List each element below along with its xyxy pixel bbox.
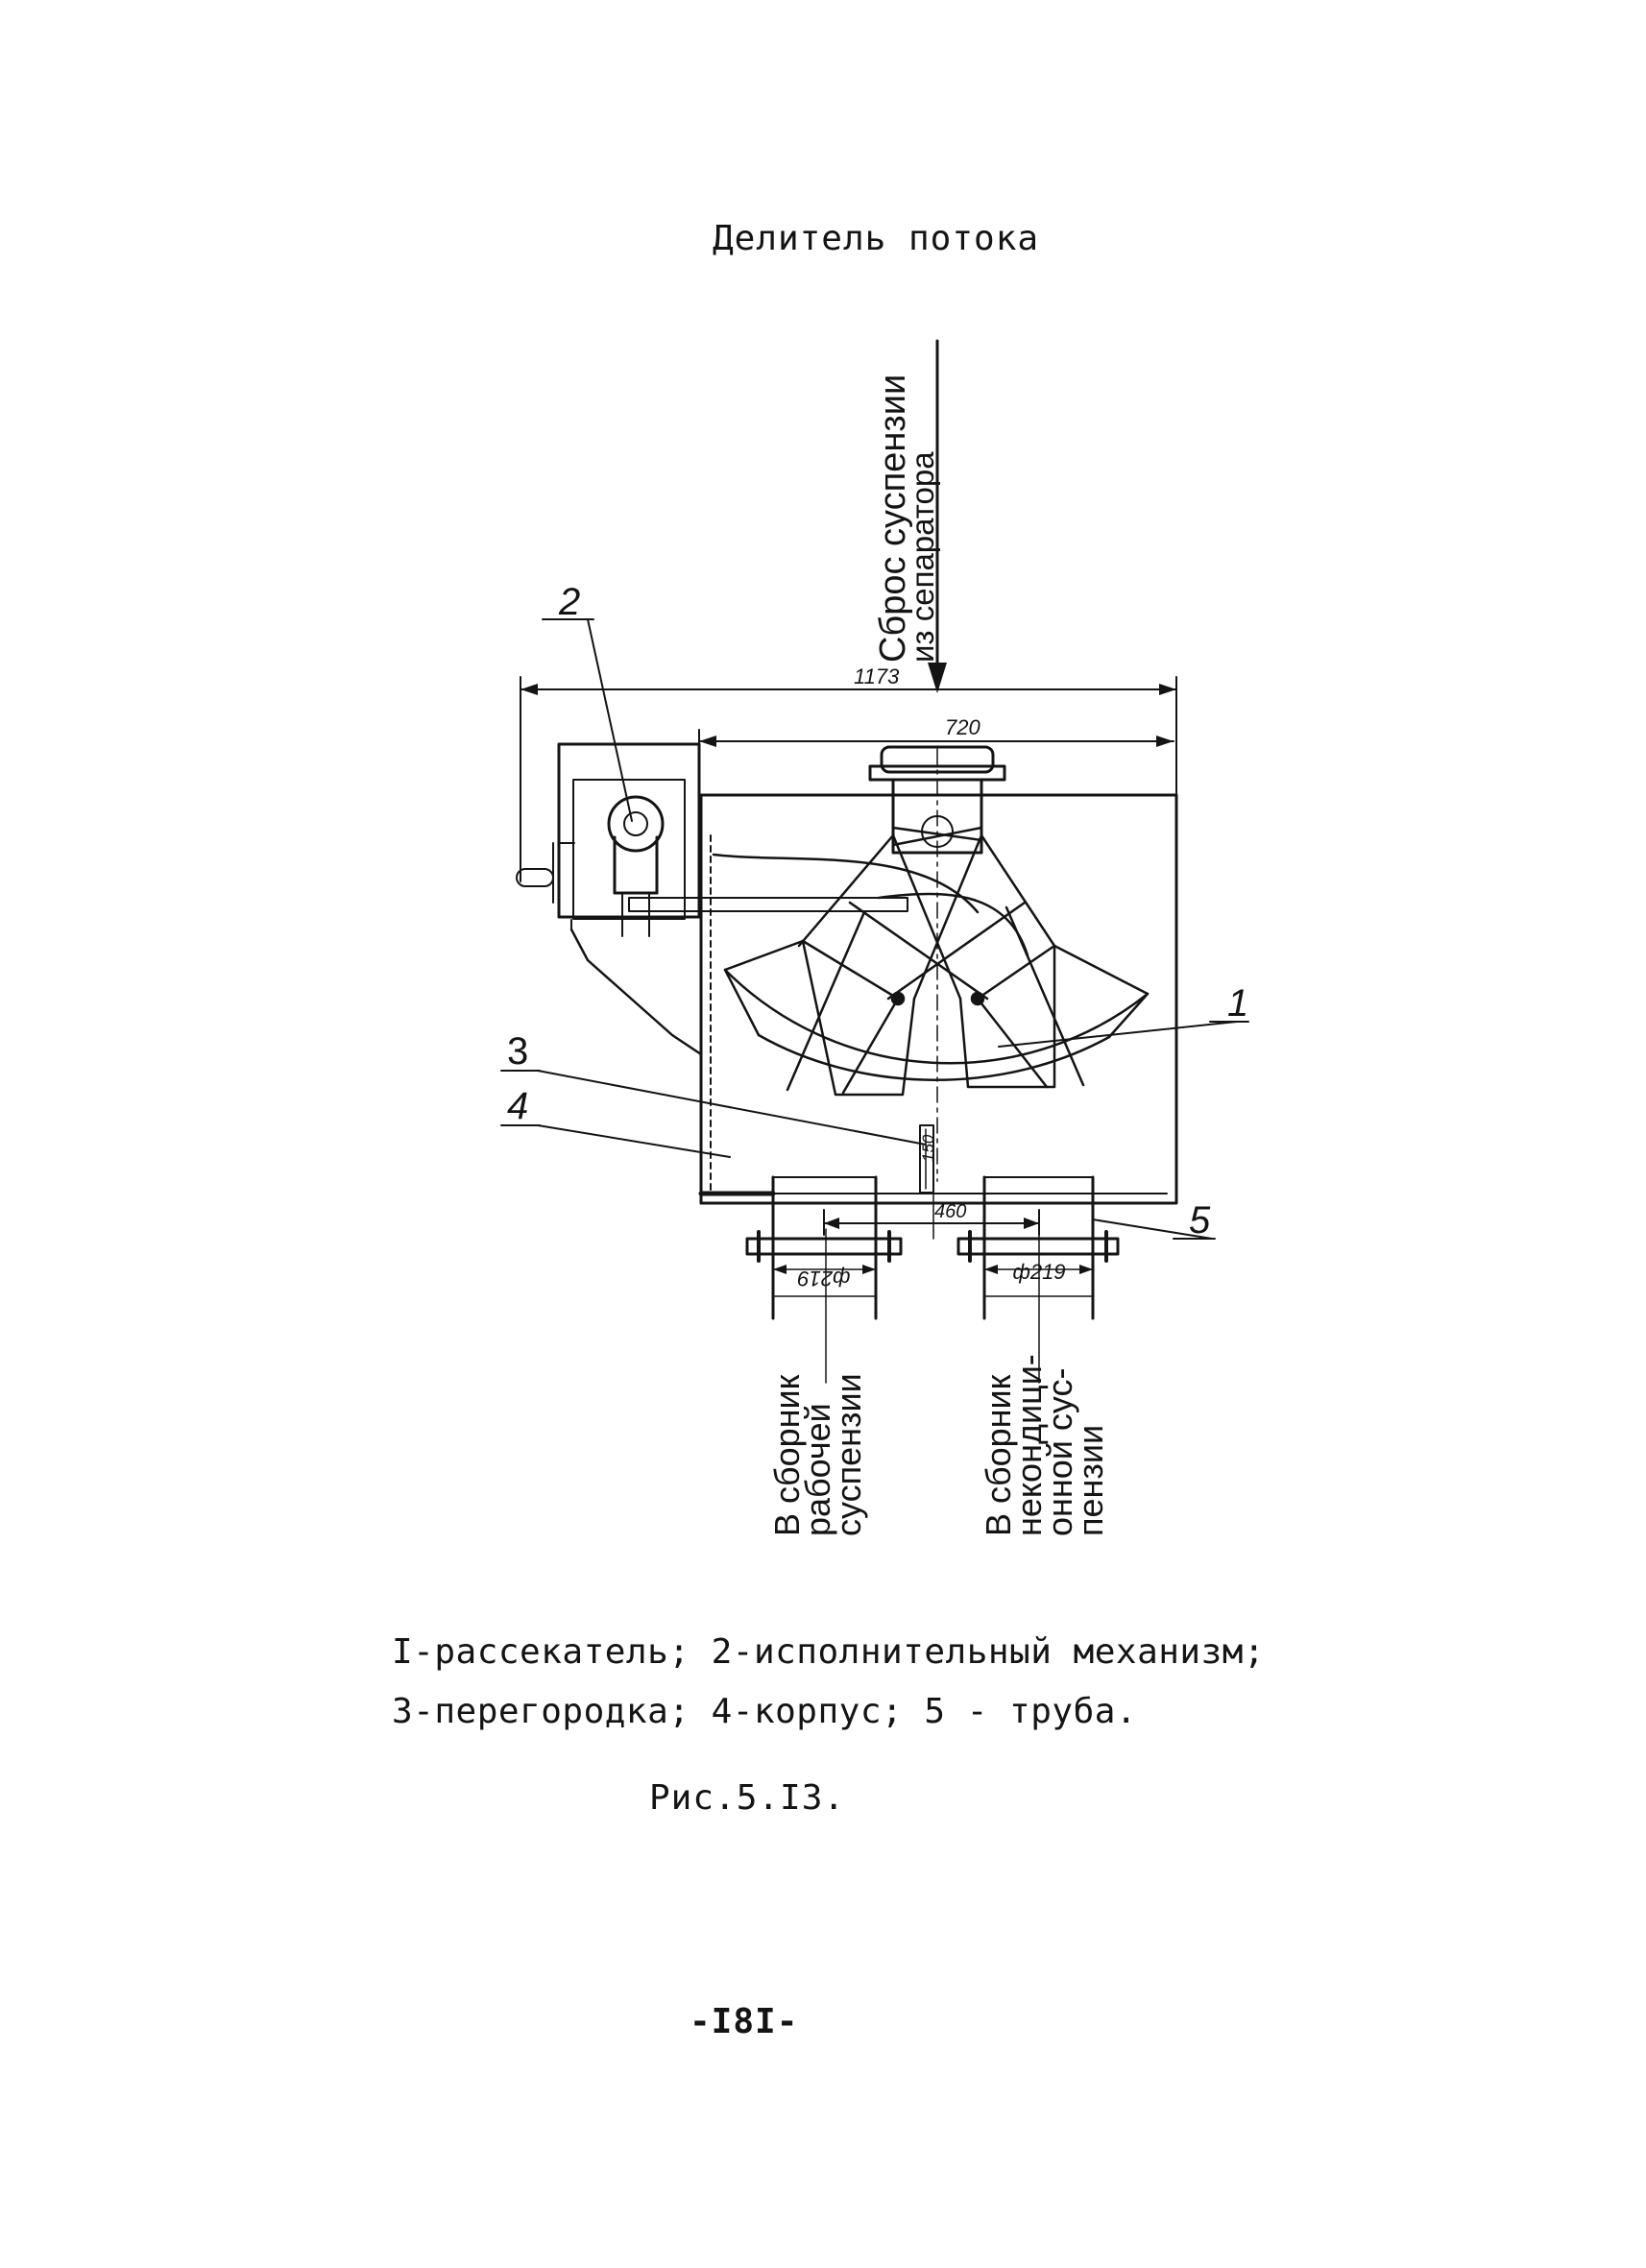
callout-3: 3 [500, 1030, 927, 1146]
dimension-pipe-spacing: 460 [823, 1151, 1040, 1240]
svg-text:В сборник: В сборник [979, 1374, 1018, 1536]
svg-text:720: 720 [945, 715, 980, 739]
svg-text:некондици-: некондици- [1009, 1354, 1049, 1536]
svg-text:онной сус-: онной сус- [1040, 1368, 1079, 1537]
svg-text:460: 460 [934, 1201, 966, 1222]
callout-4: 4 [500, 1085, 731, 1158]
figure-label: Рис.5.I3. [649, 1778, 846, 1818]
legend: I-рассекатель; 2-исполнительный механизм… [392, 1623, 1265, 1742]
outlet-pipe-left [745, 1175, 903, 1320]
legend-line-2: 3-перегородка; 4-корпус; 5 - труба. [392, 1692, 1138, 1731]
inlet-label: Сброс суспензии из сепаратора [873, 374, 940, 663]
legend-line-1: I-рассекатель; 2-исполнительный механизм… [392, 1632, 1266, 1672]
svg-text:3: 3 [507, 1030, 528, 1073]
svg-text:ф219: ф219 [797, 1267, 850, 1291]
outlet-label-right: В сборник некондици- онной сус- пензии [979, 1354, 1110, 1536]
svg-text:В сборник: В сборник [767, 1374, 807, 1536]
svg-text:1: 1 [1227, 982, 1248, 1025]
svg-text:4: 4 [507, 1085, 528, 1127]
svg-text:5: 5 [1189, 1199, 1211, 1242]
svg-text:2: 2 [558, 581, 580, 623]
dimension-body-width: 720 [698, 715, 1174, 798]
svg-text:пензии: пензии [1071, 1425, 1110, 1536]
partition: 150 [919, 1124, 937, 1194]
dimension-overall-width: 1173 [520, 664, 1177, 882]
actuator [516, 742, 908, 1056]
callout-5: 5 [1092, 1199, 1216, 1242]
svg-text:1173: 1173 [854, 664, 900, 688]
svg-text:Сброс суспензии: Сброс суспензии [873, 374, 913, 663]
housing-body [698, 793, 1178, 1205]
svg-text:суспензии: суспензии [829, 1373, 868, 1536]
callout-1: 1 [998, 982, 1249, 1048]
splitter-assembly [712, 815, 1150, 1097]
svg-text:рабочей: рабочей [798, 1403, 837, 1536]
page-number: -I8I- [690, 2002, 799, 2041]
callout-2: 2 [542, 581, 633, 822]
page-title: Делитель потока [712, 219, 1040, 258]
outlet-pipe-right [956, 1175, 1120, 1320]
dimension-pipe-diameter-left: ф219 [772, 1265, 877, 1291]
svg-text:150: 150 [919, 1134, 937, 1162]
outlet-label-left: В сборник рабочей суспензии [767, 1373, 868, 1536]
svg-text:из сепаратора: из сепаратора [905, 451, 940, 663]
inlet-arrow [928, 339, 947, 693]
